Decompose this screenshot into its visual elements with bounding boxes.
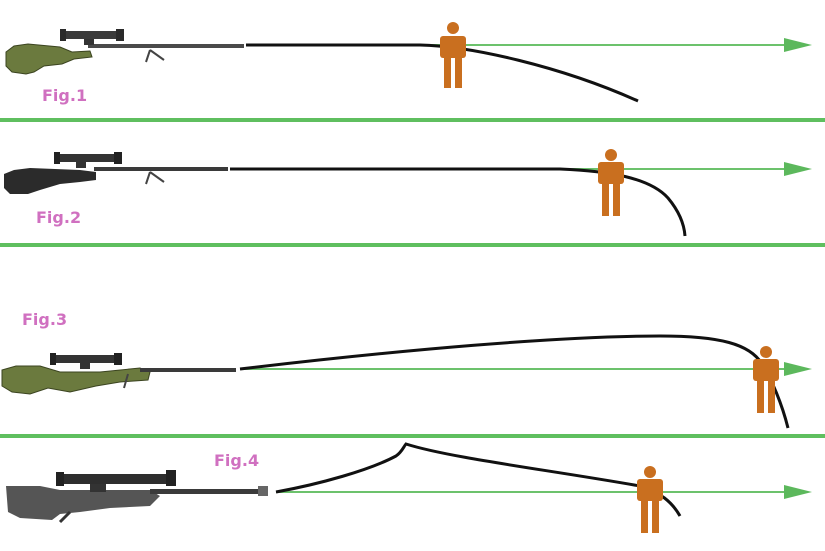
human-target-icon xyxy=(598,149,624,216)
fig2-trajectory xyxy=(230,167,687,237)
fig4-arrow-head xyxy=(784,485,812,499)
fig2-label: Fig.2 xyxy=(36,208,81,227)
panel-fig1: Fig.1 xyxy=(5,22,812,105)
bolt-action-rifle-green-stock-icon xyxy=(5,29,244,75)
fig1-arrow-head xyxy=(784,38,812,52)
fig4-trajectory xyxy=(275,442,682,517)
fig3-label: Fig.3 xyxy=(22,310,67,329)
human-target-icon xyxy=(753,346,779,413)
fig4-label: Fig.4 xyxy=(214,451,259,470)
panel-fig3: Fig.3 xyxy=(1,310,812,429)
fig2-arrow-head xyxy=(784,162,812,176)
fig3-trajectory xyxy=(239,334,790,429)
human-target-icon xyxy=(440,22,466,88)
fig3-arrow-head xyxy=(784,362,812,376)
fig1-trajectory xyxy=(246,43,639,103)
anti-materiel-rifle-icon xyxy=(6,470,268,524)
panel-fig4: Fig.4 xyxy=(6,442,812,533)
sniper-rifle-green-chassis-icon xyxy=(1,353,236,395)
human-target-icon xyxy=(637,466,663,533)
fig1-label: Fig.1 xyxy=(42,86,87,105)
panel-fig2: Fig.2 xyxy=(4,149,812,237)
bolt-action-rifle-black-stock-icon xyxy=(4,152,228,194)
